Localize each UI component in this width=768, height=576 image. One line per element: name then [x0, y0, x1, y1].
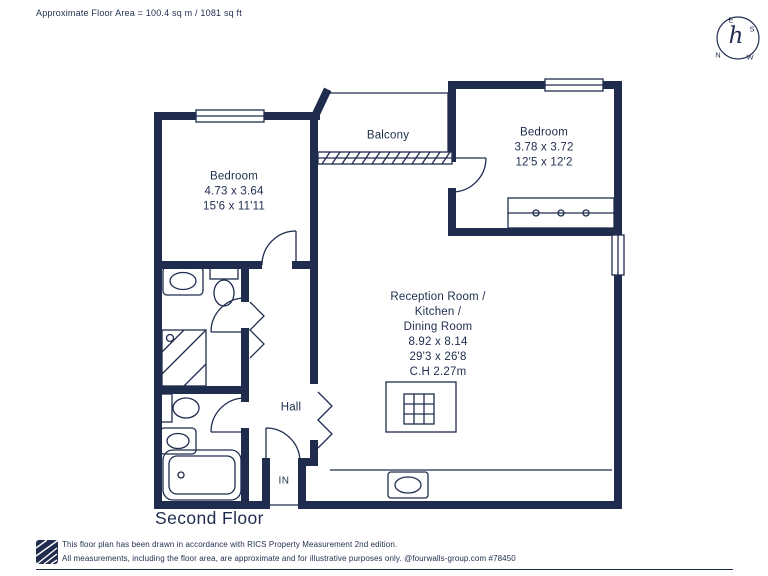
compass-letter-n: N [715, 50, 721, 60]
reception-size-imperial: 29'3 x 26'8 [409, 351, 467, 363]
compass-letter-w: W [746, 52, 754, 62]
kitchen-sink [387, 471, 429, 499]
bedroom-right-label: Bedroom 3.78 x 3.72 12'5 x 12'2 [514, 126, 573, 171]
doors-group [210, 157, 487, 506]
windows-group [195, 78, 625, 276]
entrance-in-label: IN [278, 475, 290, 487]
walls-group [154, 81, 622, 509]
compass-letter-e: E [728, 15, 734, 25]
footer-disclaimer-line2: All measurements, including the floor ar… [62, 554, 516, 563]
kitchen-island [385, 381, 457, 433]
compass-icon: E S W N h [708, 8, 768, 68]
basin-upper [162, 266, 204, 296]
bedroom-right-size-imperial: 12'5 x 12'2 [515, 156, 573, 169]
compass-circle [716, 16, 760, 60]
reception-name-line1: Reception Room / [390, 291, 486, 303]
toilet-lower-cistern [159, 393, 173, 423]
hob [403, 393, 435, 425]
closet-bifold-hall [249, 301, 265, 359]
toilet-lower-bowl [172, 397, 200, 419]
reception-name-line3: Dining Room [403, 321, 473, 333]
reception-size-metric: 8.92 x 8.14 [408, 336, 468, 348]
bedroom-left-label: Bedroom 4.73 x 3.64 15'6 x 11'11 [203, 170, 265, 215]
hall-label: Hall [280, 401, 302, 414]
footer-divider [36, 569, 733, 570]
bedroom-right-size-metric: 3.78 x 3.72 [514, 141, 574, 154]
toilet-upper-cistern [209, 266, 239, 280]
compass-letter-s: S [749, 24, 755, 34]
bathroom-lower-door [210, 397, 246, 433]
wardrobe-group [507, 197, 615, 229]
bedroom-right-door [451, 157, 487, 193]
compass-logo-glyph: h [728, 23, 744, 49]
basin-lower [159, 427, 197, 455]
bathroom-fixtures-group [159, 266, 242, 501]
balcony-label: Balcony [366, 129, 410, 142]
kitchen-group [330, 381, 612, 499]
bedroom-left-name: Bedroom [209, 170, 259, 183]
reception-label: Reception Room / Kitchen / Dining Room 8… [390, 290, 485, 380]
shower [161, 329, 207, 387]
toilet-upper-bowl [213, 279, 235, 307]
reception-name-line2: Kitchen / [414, 306, 462, 318]
floor-area-label: Approximate Floor Area = 100.4 sq m / 10… [36, 8, 242, 18]
bathtub [162, 449, 242, 501]
footer-disclaimer-line1: This floor plan has been drawn in accord… [62, 540, 398, 549]
bedroom-left-size-imperial: 15'6 x 11'11 [203, 200, 265, 213]
closet-bifold-reception [317, 391, 333, 449]
bedroom-left-size-metric: 4.73 x 3.64 [204, 185, 264, 198]
bedroom-right-name: Bedroom [519, 126, 569, 139]
bathroom-upper-door [210, 297, 246, 333]
bedroom-left-door [261, 230, 297, 266]
fourwalls-logo-icon [35, 538, 59, 566]
reception-ceiling-height: C.H 2.27m [409, 366, 467, 378]
floor-title: Second Floor [155, 508, 264, 528]
entry-door [265, 427, 301, 463]
